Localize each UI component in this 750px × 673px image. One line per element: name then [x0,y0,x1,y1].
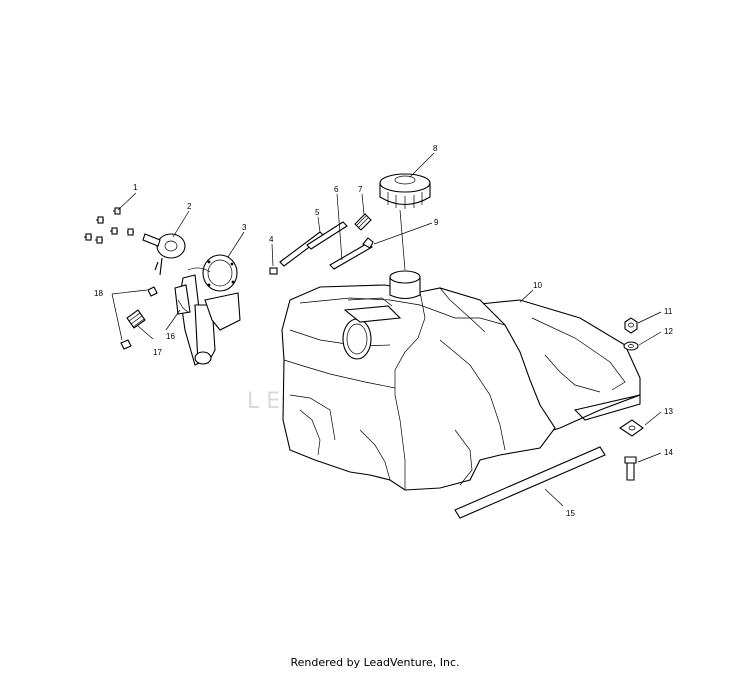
callout-4: 4 [269,235,274,244]
callout-15: 15 [566,509,575,518]
fuel-line-parts [120,286,158,350]
fuel-cap [379,173,431,209]
callout-11: 11 [664,307,673,316]
callout-7: 7 [358,185,363,194]
hardware [454,317,644,519]
callout-16: 16 [166,332,175,341]
callout-3: 3 [242,223,247,232]
callout-1: 1 [133,183,138,192]
fuel-pump-assembly [142,233,241,366]
screws [84,207,134,244]
rendered-by-credit: Rendered by LeadVenture, Inc. [290,656,460,669]
callout-18: 18 [94,289,103,298]
callout-14: 14 [664,448,673,457]
callout-9: 9 [434,218,439,227]
callout-8: 8 [433,144,438,153]
callout-2: 2 [187,202,192,211]
callout-6: 6 [334,185,339,194]
leader-lines [111,152,662,507]
callout-12: 12 [664,327,673,336]
hoses-and-clamps [269,213,374,275]
callout-5: 5 [315,208,320,217]
callout-13: 13 [664,407,673,416]
callout-10: 10 [533,281,542,290]
fuel-tank [281,270,641,491]
callout-17: 17 [153,348,162,357]
